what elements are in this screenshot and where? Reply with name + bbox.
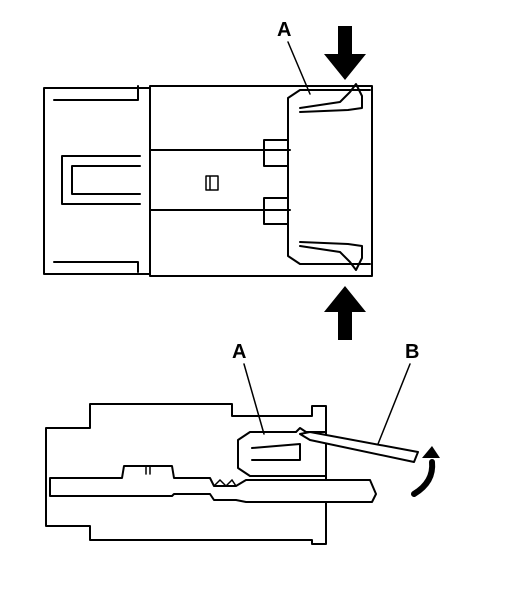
label-b: B — [405, 341, 419, 363]
release-tool — [299, 431, 419, 463]
lock-tab-upper — [299, 83, 363, 113]
lock-housing — [287, 89, 371, 265]
press-up-arrow-icon — [324, 286, 366, 340]
rotate-arrow-icon — [411, 446, 440, 497]
connector-left-body — [43, 87, 151, 275]
leader-a-top — [287, 41, 311, 95]
lock-tab-lower — [299, 241, 363, 271]
connector-main-body — [149, 85, 373, 277]
guide-block-lower — [263, 197, 289, 225]
left-body-top-edge — [53, 85, 139, 101]
left-slot — [61, 155, 141, 205]
label-a-top: A — [277, 19, 291, 41]
connector-top-view — [43, 83, 373, 277]
polarity-mark — [205, 175, 219, 191]
terminal-crimp — [213, 478, 237, 488]
terminal-and-wire — [49, 465, 377, 503]
press-down-arrow-icon — [324, 26, 366, 80]
guide-block-upper — [263, 139, 289, 167]
side-lock-block — [237, 427, 327, 477]
leader-a-bottom — [243, 363, 265, 435]
connector-side-view — [45, 403, 419, 545]
leader-b — [377, 363, 411, 445]
side-lock-latch — [251, 443, 301, 461]
terminal-detail — [145, 465, 151, 475]
left-body-bottom-edge — [53, 261, 139, 273]
label-a-bottom: A — [232, 341, 246, 363]
